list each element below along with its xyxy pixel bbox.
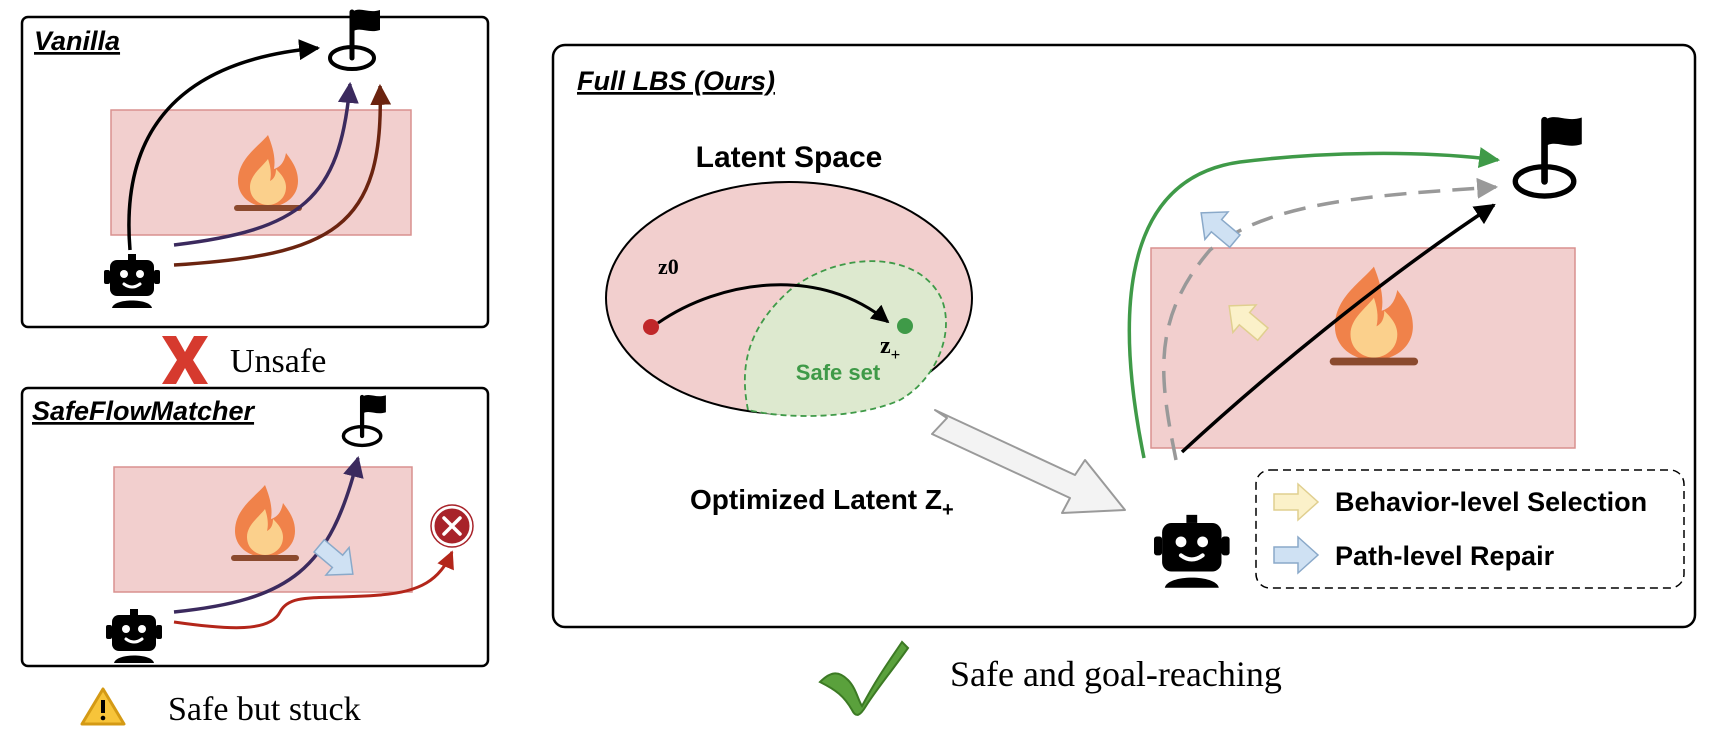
legend: Behavior-level Selection Path-level Repa…	[1255, 469, 1685, 589]
repaired-path-green	[1127, 147, 1501, 459]
z0-label: z0	[658, 254, 679, 279]
safe-set-label: Safe set	[796, 360, 881, 385]
selected-path-dashed	[1162, 177, 1499, 461]
vanilla-title: Vanilla	[34, 26, 120, 56]
safeflow-panel: SafeFlowMatcher	[20, 386, 490, 668]
zplus-point	[897, 318, 913, 334]
success-label: Safe and goal-reaching	[950, 654, 1282, 694]
full-lbs-panel: Full LBS (Ours) Latent Space Safe set z0…	[551, 43, 1697, 629]
checkmark-icon	[818, 640, 910, 716]
success-verdict: Safe and goal-reaching	[818, 640, 1282, 716]
unsafe-verdict: Unsafe	[162, 336, 326, 384]
legend-behavior-label: Behavior-level Selection	[1335, 487, 1647, 517]
full-lbs-title: Full LBS (Ours)	[577, 66, 775, 96]
optimization-block-arrow	[931, 409, 1126, 514]
safeflow-title: SafeFlowMatcher	[32, 396, 256, 426]
stuck-label: Safe but stuck	[168, 691, 361, 728]
vanilla-path-black	[127, 39, 321, 251]
direct-path-black	[1180, 203, 1496, 454]
x-mark-icon	[162, 336, 208, 384]
legend-path-label: Path-level Repair	[1335, 541, 1555, 571]
warning-icon	[80, 687, 126, 726]
vanilla-panel: Vanilla	[20, 10, 490, 329]
safeflow-path-purple	[173, 455, 364, 614]
safeflow-path-red	[173, 550, 454, 630]
safe-set-region	[743, 260, 947, 417]
optimized-latent-label: Optimized Latent Z+	[690, 484, 954, 521]
fail-marker-icon	[430, 504, 474, 548]
latent-space-title: Latent Space	[696, 141, 883, 174]
stuck-verdict: Safe but stuck	[80, 687, 361, 728]
vanilla-path-purple	[173, 81, 359, 247]
latent-optimization-arrow	[657, 283, 890, 325]
zplus-label: z+	[880, 333, 900, 364]
vanilla-path-brown	[173, 83, 392, 267]
unsafe-label: Unsafe	[230, 343, 326, 380]
z0-point	[643, 319, 659, 335]
